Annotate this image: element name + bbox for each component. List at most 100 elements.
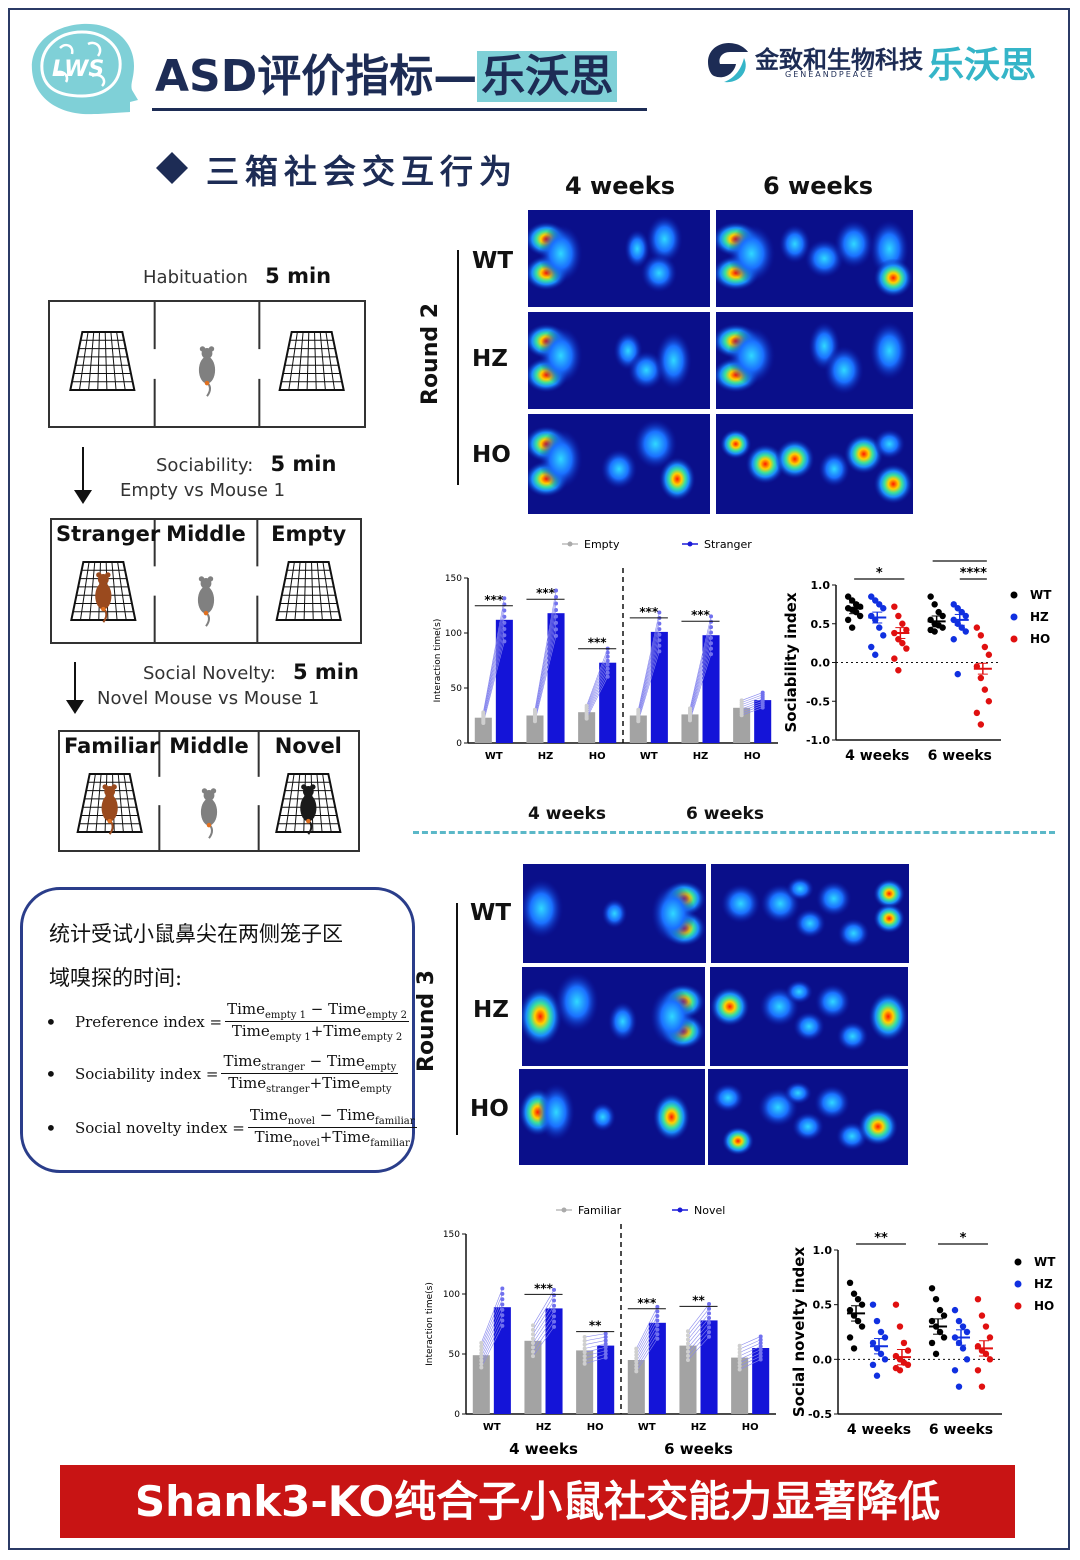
nov-left-cage-icon [76,773,143,835]
dot-novel [603,1335,608,1340]
paired-line [481,1320,503,1365]
paired-line [532,1316,555,1348]
paired-line [584,1333,606,1338]
point-ho [904,1347,912,1354]
paired-line [483,641,505,724]
paired-line [638,651,660,722]
dot-novel [758,1350,763,1355]
paired-line [636,1320,658,1359]
page-title: ASD评价指标—乐沃思 [155,40,618,104]
paired-line [687,1327,710,1352]
point-wt [846,1334,854,1341]
sig-label: ** [589,1319,602,1333]
x-group-label: 6 weeks [929,1422,993,1438]
dot-familiar [634,1346,639,1351]
dot-familiar [530,1327,535,1332]
sociability-detail: Empty vs Mouse 1 [120,480,286,501]
paired-line [687,1331,710,1357]
y-tick-label: 0.0 [811,657,831,670]
dot-familiar [582,1338,587,1343]
dot-familiar [685,1329,690,1334]
paired-line [636,1306,658,1349]
formula-bullet: • [45,1009,57,1034]
dot-stranger [709,614,714,619]
dot-empty [532,707,537,712]
dot-novel [707,1325,712,1330]
paired-line [739,1352,761,1363]
dot-novel [758,1341,763,1346]
r3-heatmap-2-6wk [708,1069,908,1165]
r2-heatmap-0-6wk [716,210,913,307]
dot-novel [655,1313,660,1318]
dot-novel [707,1306,712,1311]
dot-familiar [479,1365,484,1370]
point-hz [950,636,957,643]
paired-line [689,648,712,719]
paired-line [741,696,763,705]
point-ho [903,645,910,652]
dot-novel [552,1287,557,1292]
paired-line [636,1338,658,1372]
point-wt [848,597,856,604]
nov-chamber-label-2: Novel [274,734,342,758]
legend-label: Familiar [578,1204,622,1217]
dot-familiar [479,1340,484,1345]
point-ho [903,626,910,634]
point-wt [850,1345,858,1352]
point-ho [978,1383,986,1390]
point-hz [963,1356,971,1363]
dot-stranger [605,674,610,679]
x-tick-label: WT [485,751,503,762]
soc-right-cage-icon [275,561,342,621]
paired-line [687,1322,710,1348]
point-hz [868,593,875,600]
dot-novel [758,1344,763,1349]
nov-chamber-label-1: Middle [169,734,249,758]
dot-novel [603,1348,608,1353]
paired-line [689,653,712,721]
paired-line [741,703,763,712]
formula-name: Social novelty index = [75,1118,245,1137]
point-hz [955,1317,963,1325]
point-ho [895,612,902,620]
legend-marker-hz [1014,1280,1022,1288]
dot-empty [584,703,589,708]
point-ho [982,1323,990,1330]
x-tick-label: HZ [538,751,554,762]
nov-chamber-label-0: Familiar [64,734,160,758]
bar-familiar [576,1350,594,1414]
legend-label: Stranger [704,538,752,551]
point-ho [973,709,981,717]
soc-left-cage-icon [70,561,137,623]
logo-sub: GENEANDPEACE [785,70,875,79]
dot-familiar [737,1364,742,1369]
paired-line [687,1303,710,1332]
novelty-box: Familiar Middle Novel [58,730,360,852]
dot-novel [655,1323,660,1328]
dot-stranger [554,588,559,593]
paired-line [532,1289,555,1326]
bar-empty [733,707,751,743]
paired-line [586,656,608,710]
paired-line [586,676,608,719]
diamond-bullet-icon [156,152,188,184]
round3-label: Round 3 [414,969,439,1072]
r3-heatmap-1-4wk [522,967,705,1066]
point-hz [954,605,961,612]
r3-heatmap-2-4wk [519,1069,705,1165]
formula-denominator: Timestranger+Timeempty [228,1074,392,1095]
y-axis-label: Social novelty index [790,1247,808,1418]
point-wt [940,1334,948,1341]
dot-familiar [479,1354,484,1359]
y-tick-label: 50 [451,684,463,694]
round2-bracket [457,250,459,485]
dot-novel [500,1318,505,1323]
dot-novel [603,1352,608,1357]
paired-line [584,1357,606,1365]
arrow-head-1-icon [74,490,92,504]
dot-familiar [582,1346,587,1351]
point-ho [974,1296,982,1303]
conclusion-banner: Shank3-KO纯合子小鼠社交能力显著降低 [60,1465,1015,1538]
